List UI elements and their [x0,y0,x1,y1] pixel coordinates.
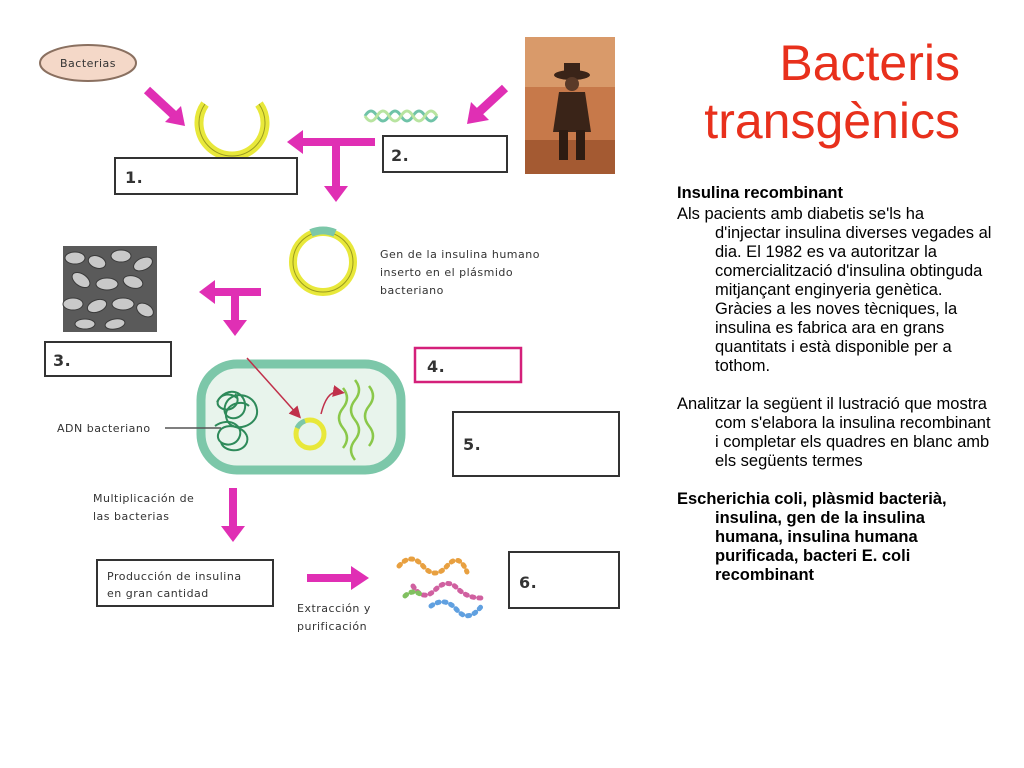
extraction-label: Extracción y purificación [297,602,371,633]
svg-text:inserto en el plásmido: inserto en el plásmido [380,266,513,279]
svg-text:Producción de insulina: Producción de insulina [107,570,242,583]
svg-text:5.: 5. [463,435,481,454]
paragraph-instructions: Analitzar la següent il lustració que mo… [677,395,991,470]
answer-box-6: 6. [508,551,620,609]
text-column: Insulina recombinant Als pacients amb di… [677,184,992,585]
recombinant-plasmid-icon [289,226,357,296]
paragraph-intro: Als pacients amb diabetis se'ls ha d'inj… [677,205,992,375]
title-line-1: Bacteris [779,35,960,91]
svg-text:bacteriano: bacteriano [380,284,444,297]
answer-box-5: 5. [452,411,620,477]
answer-box-1: 1. [114,157,298,195]
svg-text:ADN bacteriano: ADN bacteriano [57,422,151,435]
svg-text:purificación: purificación [297,620,367,633]
bacterias-label: Bacterias [60,57,116,70]
recombinant-bacterium-icon [196,357,406,475]
svg-text:6.: 6. [519,573,537,592]
merge-arrow-icon [199,280,261,336]
cowboy-photo-icon [525,37,615,174]
production-box: Producción de insulina en gran cantidad [96,559,274,607]
plasmid-open-icon [194,101,270,161]
bacteria-micrograph-icon [62,246,157,332]
bacterias-bubble: Bacterias [39,44,137,82]
adn-label: ADN bacteriano [57,422,221,435]
svg-text:Extracción y: Extracción y [297,602,371,615]
answer-box-4: 4. [413,346,523,384]
arrow-icon [143,86,185,126]
svg-text:4.: 4. [427,357,445,376]
svg-text:1.: 1. [125,168,143,187]
protein-chain-icon [396,556,486,619]
merge-arrow-icon [287,130,375,202]
dna-strand-icon [363,109,439,123]
svg-text:Multiplicación de: Multiplicación de [93,492,194,505]
svg-text:Gen de la insulina humano: Gen de la insulina humano [380,248,540,261]
svg-text:3.: 3. [53,351,71,370]
insulin-diagram: Bacterias 1. 2. [39,37,620,633]
answer-box-3: 3. [44,341,172,377]
multiplication-label: Multiplicación de las bacterias [93,492,194,523]
svg-text:en gran cantidad: en gran cantidad [107,587,209,600]
arrow-icon [467,84,509,124]
arrow-right-icon [307,566,369,590]
arrow-down-icon [221,488,245,542]
page-title: Bacteris transgènics [660,34,960,150]
svg-text:2.: 2. [391,146,409,165]
title-line-2: transgènics [704,93,960,149]
answer-box-2: 2. [382,135,508,173]
section-heading: Insulina recombinant [677,184,843,202]
svg-text:las bacterias: las bacterias [93,510,169,523]
gene-note: Gen de la insulina humano inserto en el … [380,248,540,297]
paragraph-terms: Escherichia coli, plàsmid bacterià, insu… [677,490,947,584]
